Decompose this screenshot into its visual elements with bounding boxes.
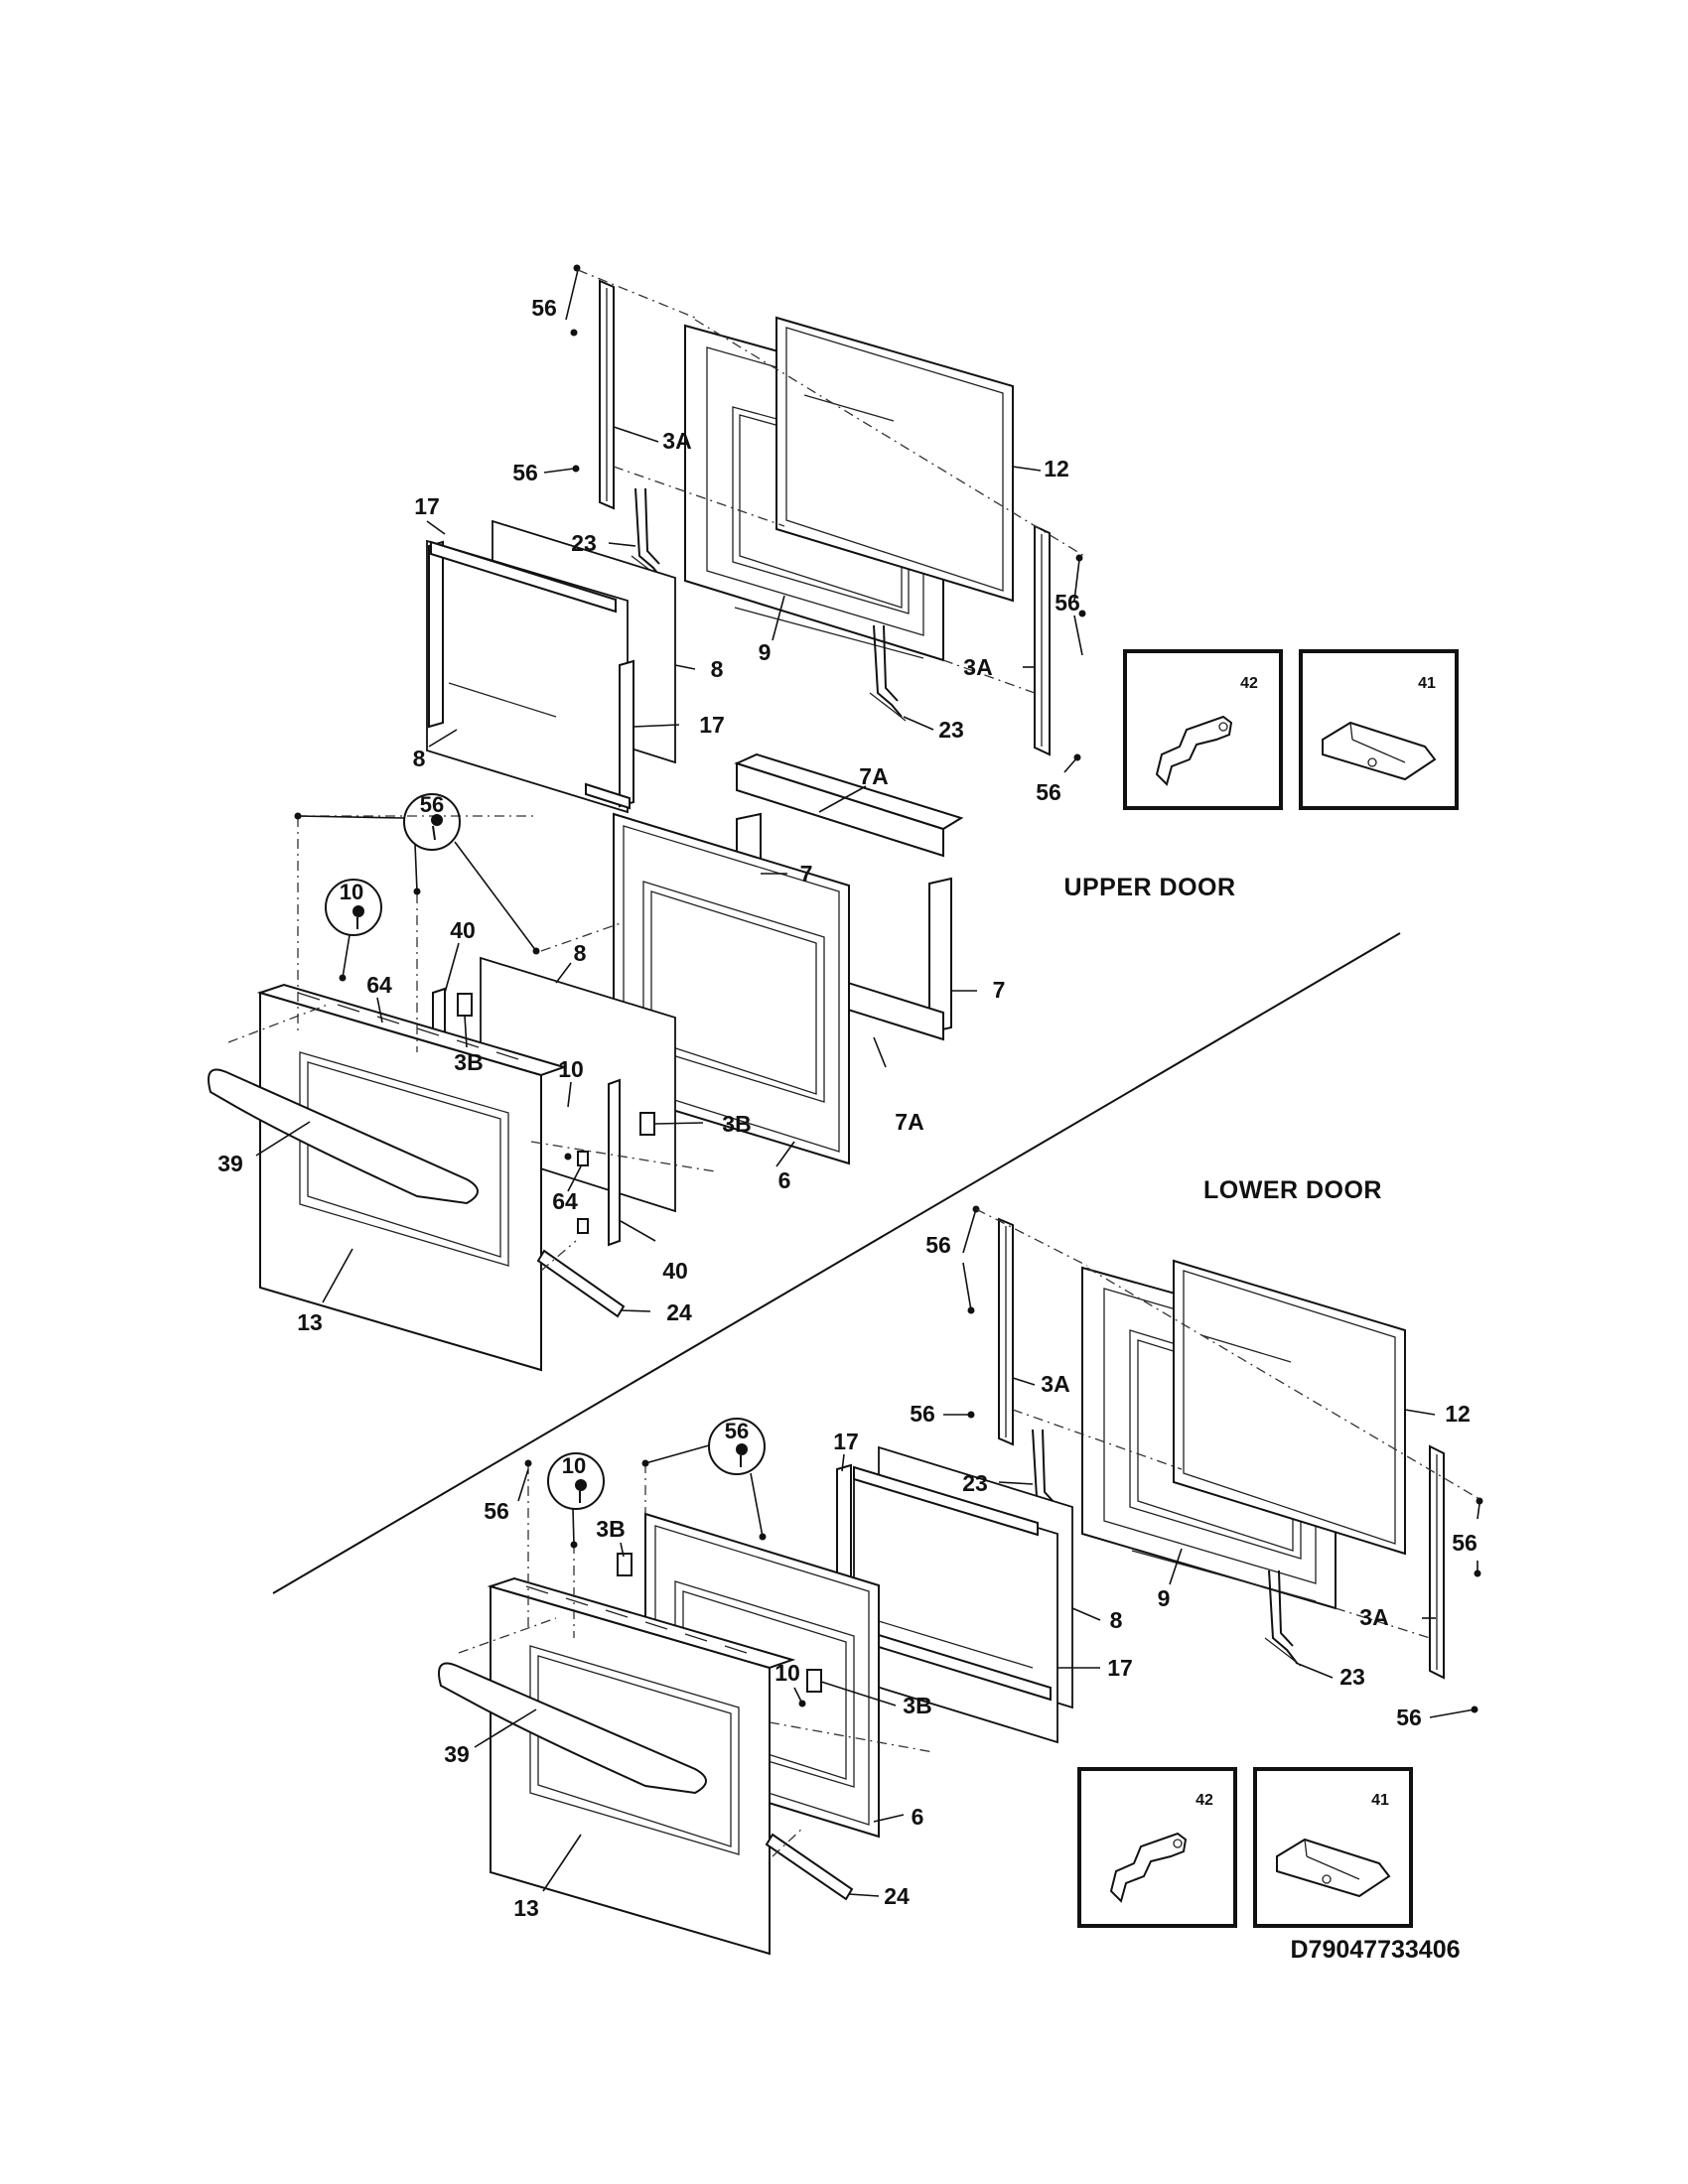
lower-callout-56: 56 (644, 1418, 766, 1538)
upper-label-8-mid: 8 (574, 940, 587, 966)
lower-label-3b-top: 3B (596, 1516, 625, 1542)
upper-label-64-bottom: 64 (552, 1188, 578, 1214)
lower-hinge-arm (765, 1833, 854, 1901)
lower-door-assembly: LOWER DOOR (438, 1176, 1483, 1956)
upper-label-3a-left: 3A (662, 428, 691, 454)
upper-hinge-arm (536, 1249, 626, 1318)
upper-inset-41: 41 (1299, 649, 1459, 810)
upper-label-7-right: 7 (993, 977, 1006, 1003)
upper-hinge-bottom (869, 624, 907, 722)
upper-door-gasket (775, 316, 1014, 603)
lower-label-9: 9 (1158, 1585, 1171, 1611)
upper-inset-41-number: 41 (1418, 675, 1436, 692)
lower-hinge-channel-left (967, 1205, 1014, 1446)
upper-label-23-top: 23 (571, 530, 597, 556)
lower-window-glass-pack (836, 1445, 1073, 1744)
lower-label-6: 6 (912, 1804, 924, 1830)
upper-label-56-top: 56 (531, 295, 557, 321)
upper-hinge-channel-left (570, 264, 615, 510)
upper-leader-lines (255, 269, 1083, 1312)
lower-label-56-right: 56 (1452, 1530, 1477, 1556)
lower-door-title: LOWER DOOR (1203, 1176, 1382, 1204)
lower-callout-56-text: 56 (725, 1419, 749, 1443)
upper-hinge-channel-right (1034, 524, 1086, 761)
upper-door-title: UPPER DOOR (1063, 874, 1235, 901)
drawing-id: D79047733406 (1291, 1936, 1461, 1964)
upper-door-assembly: 56 10 (208, 264, 1235, 1372)
lower-label-3a-left: 3A (1041, 1371, 1069, 1397)
upper-label-23-bottom: 23 (938, 717, 964, 743)
lower-label-56-left: 56 (484, 1498, 509, 1524)
upper-label-13: 13 (297, 1309, 323, 1335)
lower-callout-10-text: 10 (562, 1453, 586, 1478)
upper-label-7a-bottom: 7A (895, 1109, 923, 1135)
lower-label-17-bottom: 17 (1107, 1655, 1133, 1681)
lower-label-56-bottom: 56 (1396, 1705, 1422, 1730)
lower-inset-42: 42 (1077, 1767, 1237, 1928)
lower-label-17-top: 17 (833, 1429, 859, 1454)
upper-label-17-right: 17 (699, 712, 725, 738)
lower-leader-lines (474, 1208, 1480, 1897)
lower-inset-41: 41 (1253, 1767, 1413, 1928)
upper-callout-10-text: 10 (340, 880, 363, 904)
lower-label-23-bottom: 23 (1339, 1664, 1365, 1690)
upper-label-3b-mid: 3B (722, 1111, 751, 1137)
upper-label-40-top: 40 (450, 917, 476, 943)
upper-label-56-bottom: 56 (1036, 779, 1061, 805)
upper-inset-42: 42 (1123, 649, 1283, 810)
lower-assembly-dash-lines (458, 1208, 1480, 1857)
upper-label-17-top: 17 (414, 493, 440, 519)
upper-label-10-mid: 10 (558, 1056, 584, 1082)
lower-label-39: 39 (444, 1741, 470, 1767)
upper-callout-56: 56 (297, 792, 537, 952)
lower-label-8: 8 (1110, 1607, 1123, 1633)
lower-hinge-channel-right (1429, 1444, 1483, 1713)
lower-inset-41-number: 41 (1371, 1792, 1389, 1809)
upper-label-64-top: 64 (366, 972, 392, 998)
upper-door-handle (208, 1068, 479, 1205)
upper-label-9: 9 (759, 639, 772, 665)
upper-label-24: 24 (666, 1299, 692, 1325)
lower-label-13: 13 (513, 1895, 539, 1921)
lower-door-brackets (617, 1553, 822, 1693)
upper-label-8-left: 8 (413, 746, 426, 771)
upper-callout-10: 10 (325, 879, 382, 979)
lower-label-56-mid: 56 (910, 1401, 935, 1427)
upper-label-40-bottom: 40 (662, 1258, 688, 1284)
lower-door-handle (438, 1662, 707, 1795)
upper-window-glass-pack (426, 519, 676, 814)
upper-label-56-right: 56 (1055, 590, 1080, 615)
lower-door-gasket (1173, 1259, 1406, 1556)
lower-label-24: 24 (884, 1883, 910, 1909)
upper-label-39: 39 (217, 1151, 243, 1176)
lower-label-12: 12 (1445, 1401, 1471, 1427)
upper-assembly-dash-lines (227, 269, 1085, 1272)
upper-label-7a-top: 7A (859, 763, 888, 789)
lower-label-3a-right: 3A (1359, 1604, 1388, 1630)
upper-label-3b-top: 3B (454, 1049, 483, 1075)
lower-part-labels: 56 3A 12 56 17 23 56 56 3B 9 8 3A 17 23 … (444, 1232, 1477, 1921)
lower-label-23-top: 23 (962, 1470, 988, 1496)
upper-label-7-top: 7 (800, 861, 813, 887)
lower-inset-42-number: 42 (1196, 1792, 1213, 1809)
upper-label-3a-right: 3A (963, 654, 992, 680)
upper-inset-42-number: 42 (1240, 675, 1258, 692)
section-divider-line (272, 932, 1401, 1594)
upper-label-56-mid: 56 (512, 460, 538, 485)
lower-label-3b-mid: 3B (903, 1693, 931, 1718)
lower-label-10-mid: 10 (774, 1660, 800, 1686)
upper-part-labels: 56 3A 56 12 17 23 56 8 9 3A 17 23 8 56 7… (217, 295, 1235, 1335)
upper-label-8-right: 8 (711, 656, 724, 682)
upper-label-12: 12 (1044, 456, 1069, 481)
lower-callout-10: 10 (547, 1452, 605, 1546)
upper-label-6: 6 (778, 1167, 791, 1193)
lower-label-56-top: 56 (925, 1232, 951, 1258)
upper-callout-56-text: 56 (420, 792, 444, 817)
